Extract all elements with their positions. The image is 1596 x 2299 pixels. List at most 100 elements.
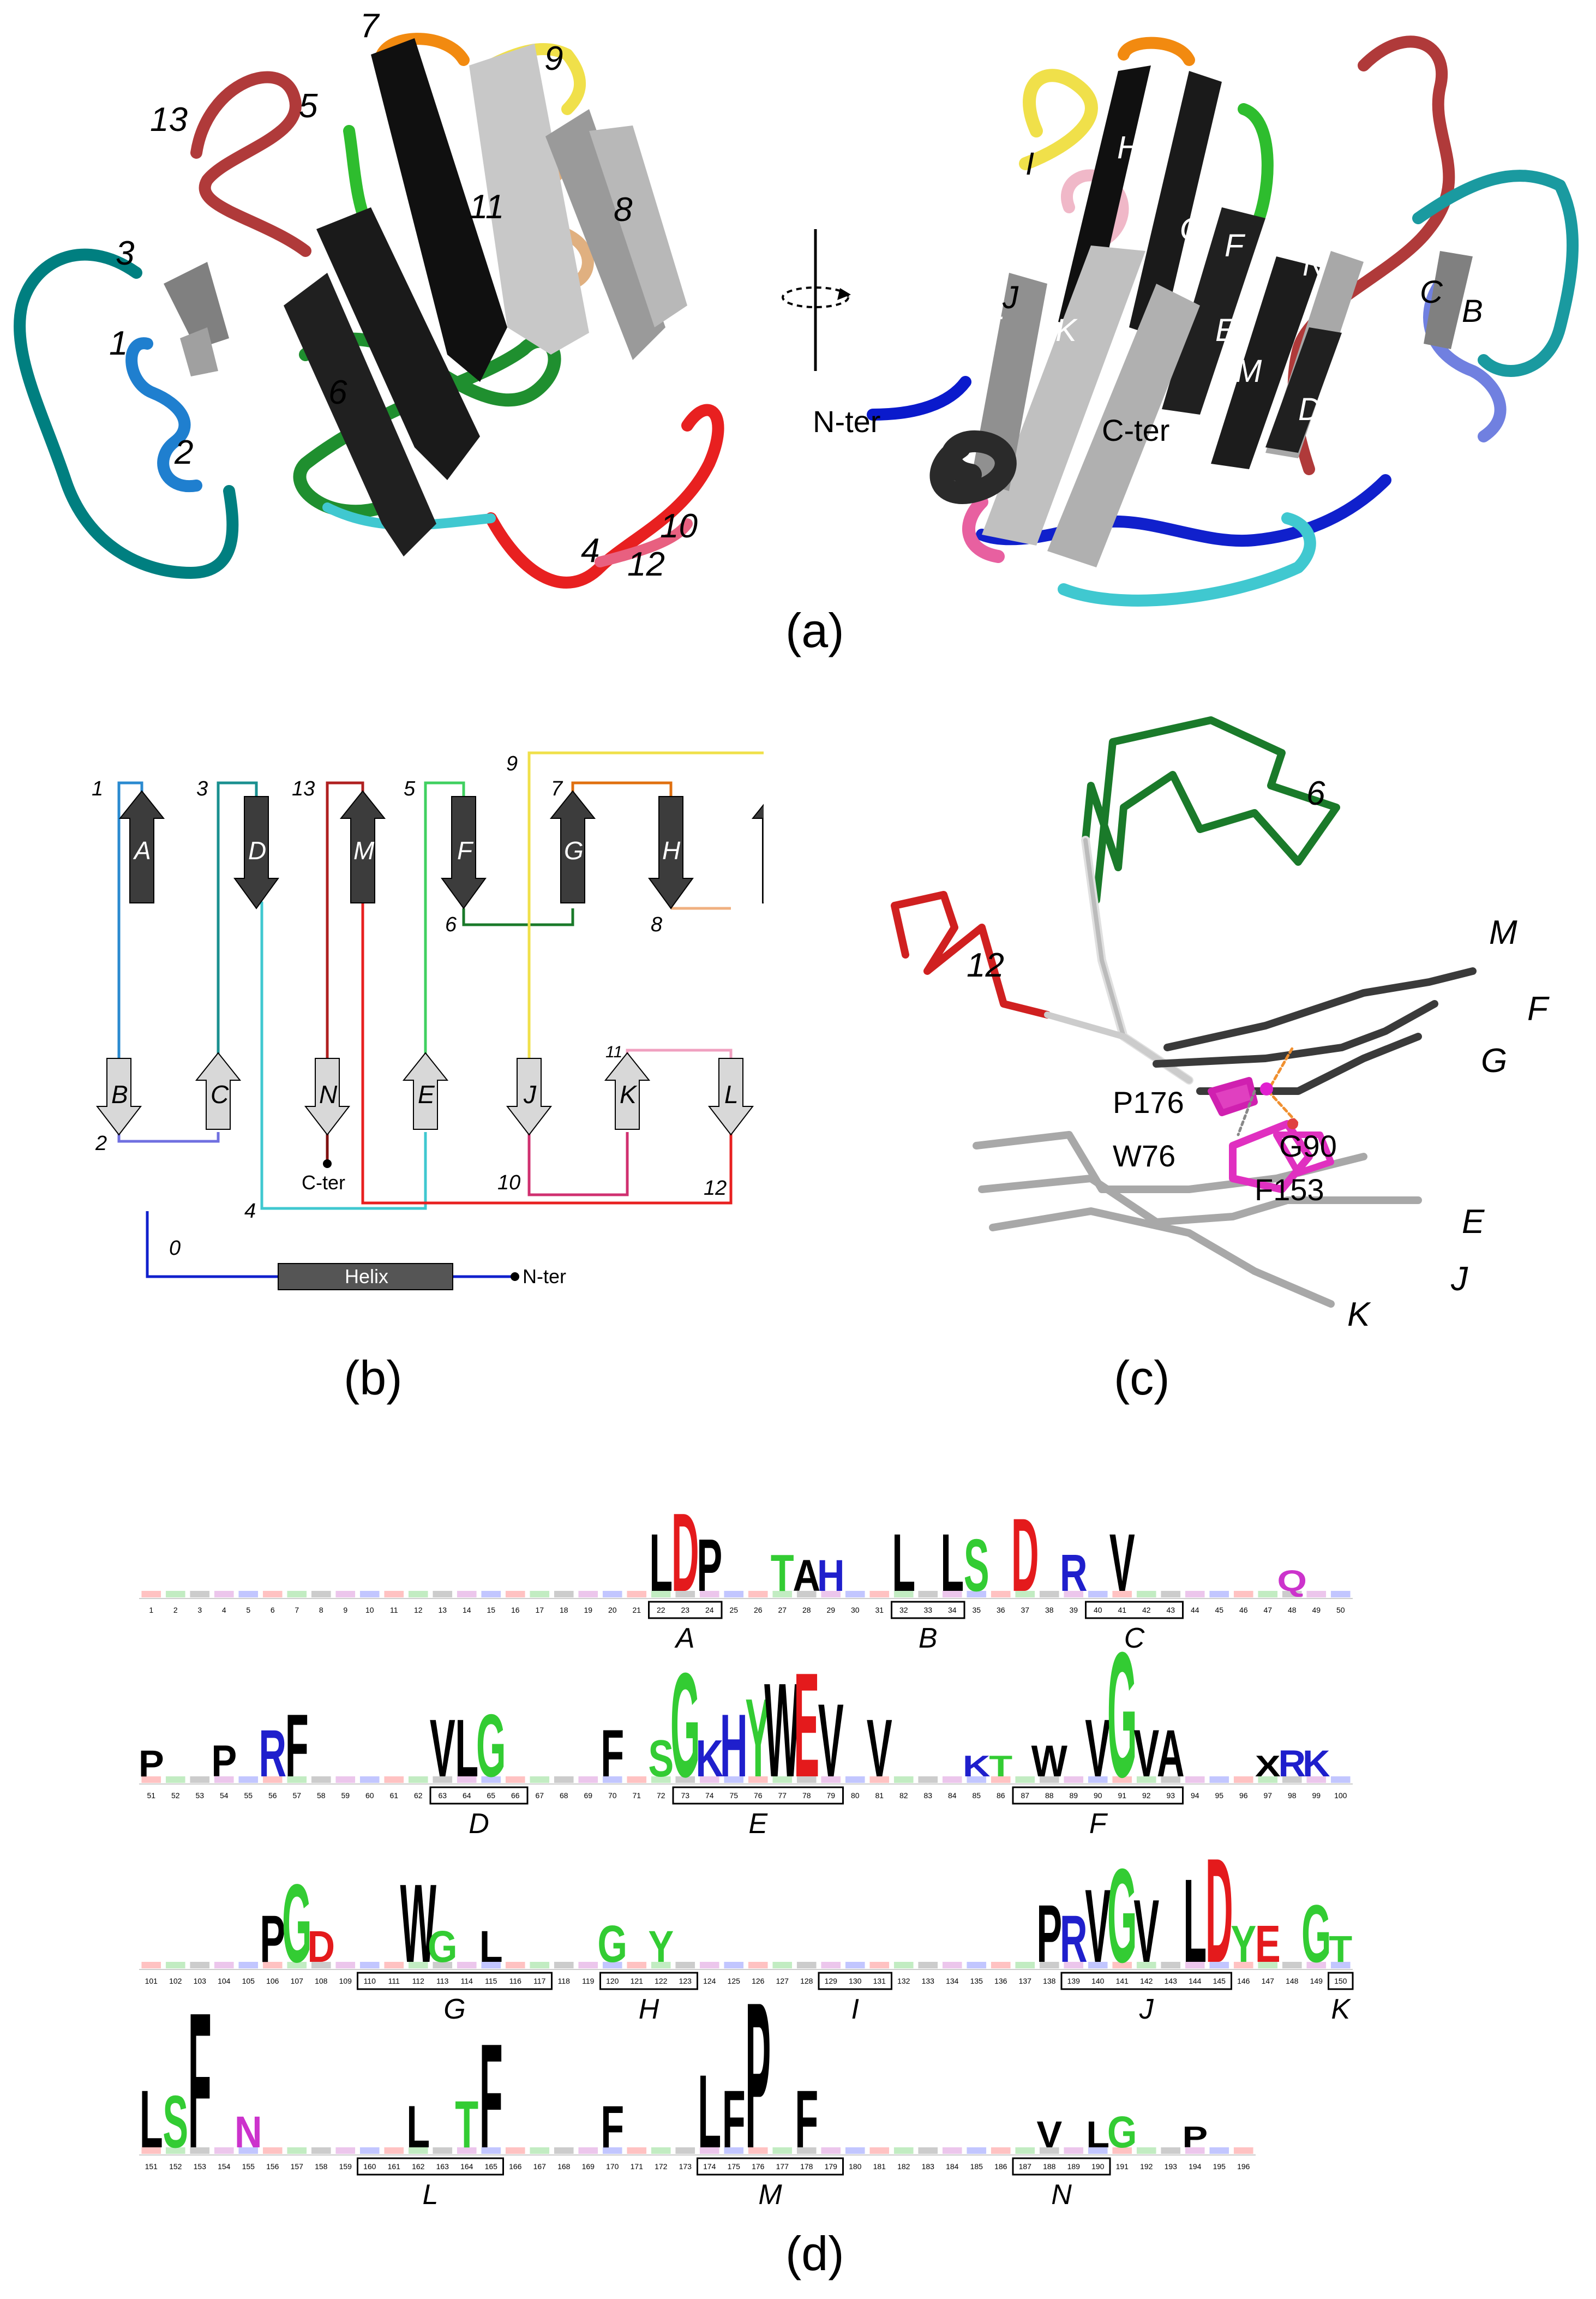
logo-letter: S — [163, 2080, 188, 2163]
logo-position-number: 149 — [1310, 1977, 1323, 1985]
active-site-diagram: 6 12 M F G E J K P176 G90 W76 F153 — [891, 716, 1550, 1333]
logo-minor-stack — [1064, 1962, 1084, 1968]
logo-position-number: 171 — [631, 2162, 644, 2171]
strand-label: C — [1124, 1623, 1145, 1654]
logo-minor-stack — [748, 2147, 768, 2154]
logo-minor-stack — [967, 1962, 987, 1968]
logo-minor-stack — [772, 2147, 793, 2154]
logo-letter: G — [1107, 1615, 1137, 1815]
logo-minor-stack — [287, 1962, 307, 1968]
logo-minor-stack — [287, 1776, 307, 1783]
logo-letter: K — [963, 1750, 991, 1783]
loop-label: 3 — [116, 235, 134, 272]
logo-minor-stack — [311, 2147, 331, 2154]
logo-minor-stack — [1209, 2147, 1229, 2154]
logo-position-number: 143 — [1165, 1977, 1178, 1985]
logo-minor-stack — [651, 1776, 671, 1783]
logo-position-number: 111 — [388, 1977, 400, 1985]
logo-letter: V — [818, 1683, 844, 1799]
logo-letter: T — [771, 1543, 794, 1602]
logo-letter: V — [1133, 1881, 1159, 1981]
logo-minor-stack — [918, 2147, 938, 2154]
logo-position-number: 167 — [533, 2162, 547, 2171]
logo-position-number: 175 — [728, 2162, 741, 2171]
logo-minor-stack — [408, 1591, 428, 1597]
logo-position-number: 184 — [946, 2162, 959, 2171]
logo-position-number: 49 — [1312, 1606, 1321, 1614]
strand-label: M — [1489, 914, 1517, 951]
loop-number: 6 — [445, 913, 457, 936]
logo-minor-stack — [505, 1776, 525, 1783]
logo-position-number: 178 — [800, 2162, 813, 2171]
logo-position-number: 13 — [438, 1606, 447, 1614]
logo-minor-stack — [1330, 1962, 1351, 1968]
logo-position-number: 132 — [897, 1977, 910, 1985]
logo-position-number: 172 — [655, 2162, 668, 2171]
logo-minor-stack — [893, 2147, 914, 2154]
logo-position-number: 45 — [1215, 1606, 1223, 1614]
logo-position-number: 114 — [461, 1977, 473, 1985]
loop-label: 8 — [614, 191, 633, 229]
logo-position-number: 96 — [1239, 1791, 1248, 1800]
logo-position-number: 140 — [1091, 1977, 1105, 1985]
logo-position-number: 126 — [752, 1977, 765, 1985]
logo-minor-stack — [262, 1776, 283, 1783]
logo-position-number: 173 — [679, 2162, 692, 2171]
strand-label: H — [662, 836, 681, 865]
logo-minor-stack — [1306, 1776, 1327, 1783]
strand-label: M — [353, 836, 375, 865]
logo-letter: P — [139, 1743, 164, 1785]
logo-minor-stack — [141, 1776, 161, 1783]
residue-label: F153 — [1255, 1172, 1324, 1207]
logo-minor-stack — [1282, 1962, 1302, 1968]
strand-label: G — [443, 1993, 465, 2025]
logo-minor-stack — [1161, 1591, 1181, 1597]
logo-letter: G — [597, 1914, 627, 1973]
logo-position-number: 25 — [729, 1606, 738, 1614]
logo-minor-stack — [627, 2147, 647, 2154]
residue-label: W76 — [1113, 1139, 1175, 1173]
logo-minor-stack — [214, 2147, 234, 2154]
loop-number: 11 — [605, 1043, 622, 1061]
logo-letter: G — [1301, 1888, 1331, 1979]
logo-minor-stack — [141, 1962, 161, 1968]
logo-position-number: 134 — [946, 1977, 959, 1985]
logo-position-number: 50 — [1336, 1606, 1345, 1614]
logo-letter: S — [964, 1524, 989, 1607]
strand-m-arrow — [339, 790, 386, 903]
logo-minor-stack — [1233, 1962, 1253, 1968]
logo-minor-stack — [481, 1591, 501, 1597]
logo-minor-stack — [481, 1776, 501, 1783]
logo-minor-stack — [821, 1962, 841, 1968]
logo-minor-stack — [311, 1591, 331, 1597]
logo-letter: L — [455, 1702, 478, 1794]
logo-position-number: 5 — [246, 1606, 250, 1614]
logo-letter: A — [1157, 1716, 1185, 1791]
logo-position-number: 176 — [752, 2162, 765, 2171]
logo-position-number: 105 — [242, 1977, 255, 1985]
logo-position-number: 177 — [776, 2162, 789, 2171]
strand-box — [1012, 2157, 1111, 2176]
logo-letter: L — [940, 1517, 964, 1608]
logo-position-number: 159 — [339, 2162, 352, 2171]
topology-bottom-labels: B C N E J K L — [111, 1080, 739, 1109]
logo-letter: F — [188, 1973, 212, 2189]
strand-label: A — [133, 836, 151, 865]
logo-letter: G — [1107, 2108, 1137, 2157]
loop-number: 7 — [551, 777, 563, 800]
strand-label: G — [564, 836, 584, 865]
strand-label: F — [1527, 990, 1550, 1028]
logo-position-number: 133 — [922, 1977, 935, 1985]
logo-minor-stack — [359, 1591, 380, 1597]
logo-position-number: 78 — [802, 1791, 811, 1800]
logo-position-number: 135 — [970, 1977, 983, 1985]
logo-minor-stack — [190, 2147, 210, 2154]
logo-position-number: 118 — [558, 1977, 571, 1985]
strand-f-arrow — [441, 796, 487, 909]
logo-letter: L — [406, 2094, 430, 2160]
strand-label: J — [1002, 280, 1019, 315]
logo-minor-stack — [433, 1776, 453, 1783]
logo-minor-stack — [1282, 1776, 1302, 1783]
logo-letter: L — [140, 2073, 163, 2165]
